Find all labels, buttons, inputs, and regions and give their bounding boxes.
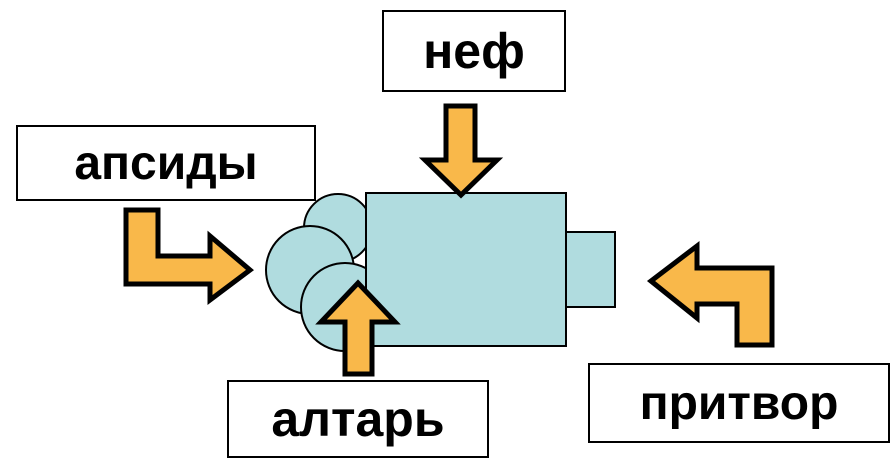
nave-shape [365, 192, 567, 347]
narthex-arrow [646, 240, 775, 348]
nave-arrow [418, 103, 504, 199]
apses-label: апсиды [16, 125, 316, 201]
nave-label: неф [382, 10, 566, 92]
narthex-label: притвор [588, 363, 890, 443]
altar-label: алтарь [227, 380, 489, 458]
nave-label-text: неф [423, 23, 525, 79]
altar-arrow [315, 279, 401, 377]
altar-label-text: алтарь [271, 391, 445, 447]
apses-arrow [123, 207, 255, 305]
narthex-label-text: притвор [639, 376, 839, 430]
narthex-shape [564, 231, 616, 308]
apses-label-text: апсиды [74, 136, 258, 190]
